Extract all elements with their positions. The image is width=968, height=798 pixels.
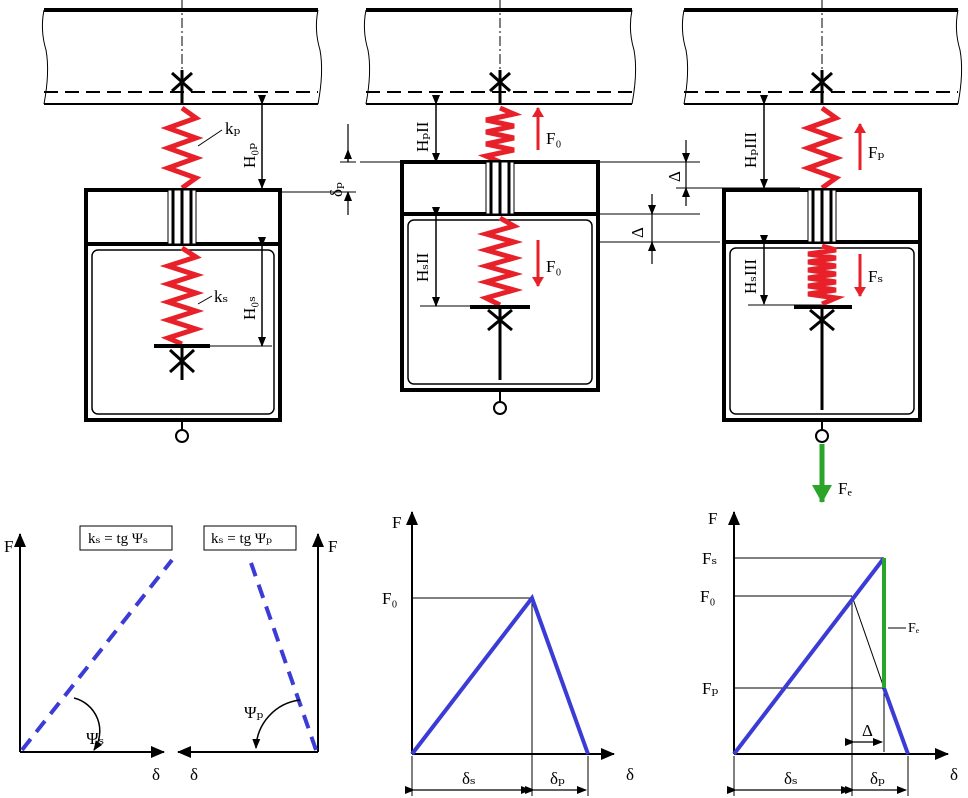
label-delta-p: δₚ xyxy=(550,769,565,788)
label-Fp: Fₚ xyxy=(702,679,718,698)
label-psi-p: Ψₚ xyxy=(244,703,264,722)
label-delta-s: δₛ xyxy=(462,769,476,788)
assembly-loaded: Fₚ Δ HₚIII Fₛ HₛIII Fₑ xyxy=(665,0,963,503)
bolt-head-cross xyxy=(170,70,194,104)
formula-box-s xyxy=(79,525,173,551)
label-HsII: HₛII xyxy=(413,252,432,282)
sleeve-spring-ks xyxy=(476,215,524,308)
axis-delta: δ xyxy=(626,765,634,784)
label-Fe-top: Fₑ xyxy=(838,479,852,498)
bolt-head-cross xyxy=(488,70,512,104)
label-ks: kₛ xyxy=(214,287,228,306)
assembly-preloaded: F₀ HₚII F₀ HₛII Δ xyxy=(360,0,720,415)
bolt-spring-kp xyxy=(800,105,844,191)
assembly-initial: kₚ H₀ₚ δₚ kₛ H₀ₛ xyxy=(41,0,356,443)
force-deformation-triangle xyxy=(410,593,590,756)
label-F0: F₀ xyxy=(700,587,715,606)
label-psi-s: Ψₛ xyxy=(86,729,104,748)
formula-box-p xyxy=(203,525,297,551)
label-kp: kₚ xyxy=(225,119,241,138)
label-H0s: H₀ₛ xyxy=(240,296,259,320)
axis-delta: δ xyxy=(950,765,958,784)
sleeve-spring-ks xyxy=(159,245,205,347)
label-Fs: Fₛ xyxy=(868,267,883,286)
sleeve-spring-ks xyxy=(807,243,846,307)
axis-delta-left: δ xyxy=(152,765,160,784)
bolt-shank xyxy=(167,189,197,245)
label-Delta: Δ xyxy=(862,721,873,740)
formula-s: kₛ = tg Ψₛ xyxy=(88,531,148,547)
label-HsIII: HₛIII xyxy=(741,259,760,294)
label-HpII: HₚII xyxy=(413,121,432,152)
label-Delta-top: Δ xyxy=(665,171,684,182)
load-hook xyxy=(493,401,507,415)
label-delta-p: δₚ xyxy=(870,769,885,788)
bolt-characteristic xyxy=(882,687,910,755)
label-F0-up: F₀ xyxy=(546,129,561,148)
load-hook xyxy=(815,429,829,443)
graph-stiffness: F δ Ψₛ kₛ = tg Ψₛ F δ Ψₚ kₛ = tg Ψₚ xyxy=(4,525,337,784)
axis-F: F xyxy=(708,509,717,528)
bolt-shank xyxy=(485,161,515,215)
characteristic-bolt xyxy=(248,559,318,751)
label-delta-p: δₚ xyxy=(327,182,346,197)
axis-F-left: F xyxy=(4,537,13,556)
axis-delta-right: δ xyxy=(190,765,198,784)
axis-F-right: F xyxy=(328,537,337,556)
label-Fp: Fₚ xyxy=(868,143,884,162)
graph-external-load: F δ Fₛ F₀ Fₚ Fₑ Δ δₛ δₚ xyxy=(700,509,958,796)
load-hook xyxy=(175,429,189,443)
axis-F: F xyxy=(392,513,401,532)
graph-preload: F δ F₀ δₛ δₚ xyxy=(382,511,634,796)
label-H0p: H₀ₚ xyxy=(240,143,259,168)
label-HpIII: HₚIII xyxy=(741,132,760,168)
label-F0: F₀ xyxy=(382,589,397,608)
bolt-spring-kp xyxy=(160,105,204,191)
characteristic-sleeve xyxy=(20,558,174,752)
bolt-shank xyxy=(807,189,837,243)
bolt-spring-kp xyxy=(477,105,523,165)
label-F0-down: F₀ xyxy=(546,257,561,276)
formula-p: kₛ = tg Ψₚ xyxy=(211,531,272,547)
label-delta-s: δₛ xyxy=(784,769,798,788)
sleeve-characteristic xyxy=(732,556,886,756)
label-Fs: Fₛ xyxy=(702,549,717,568)
bolt-head-cross xyxy=(810,70,834,104)
label-Delta-mid: Δ xyxy=(628,227,647,238)
label-Fe: Fₑ xyxy=(908,621,920,636)
